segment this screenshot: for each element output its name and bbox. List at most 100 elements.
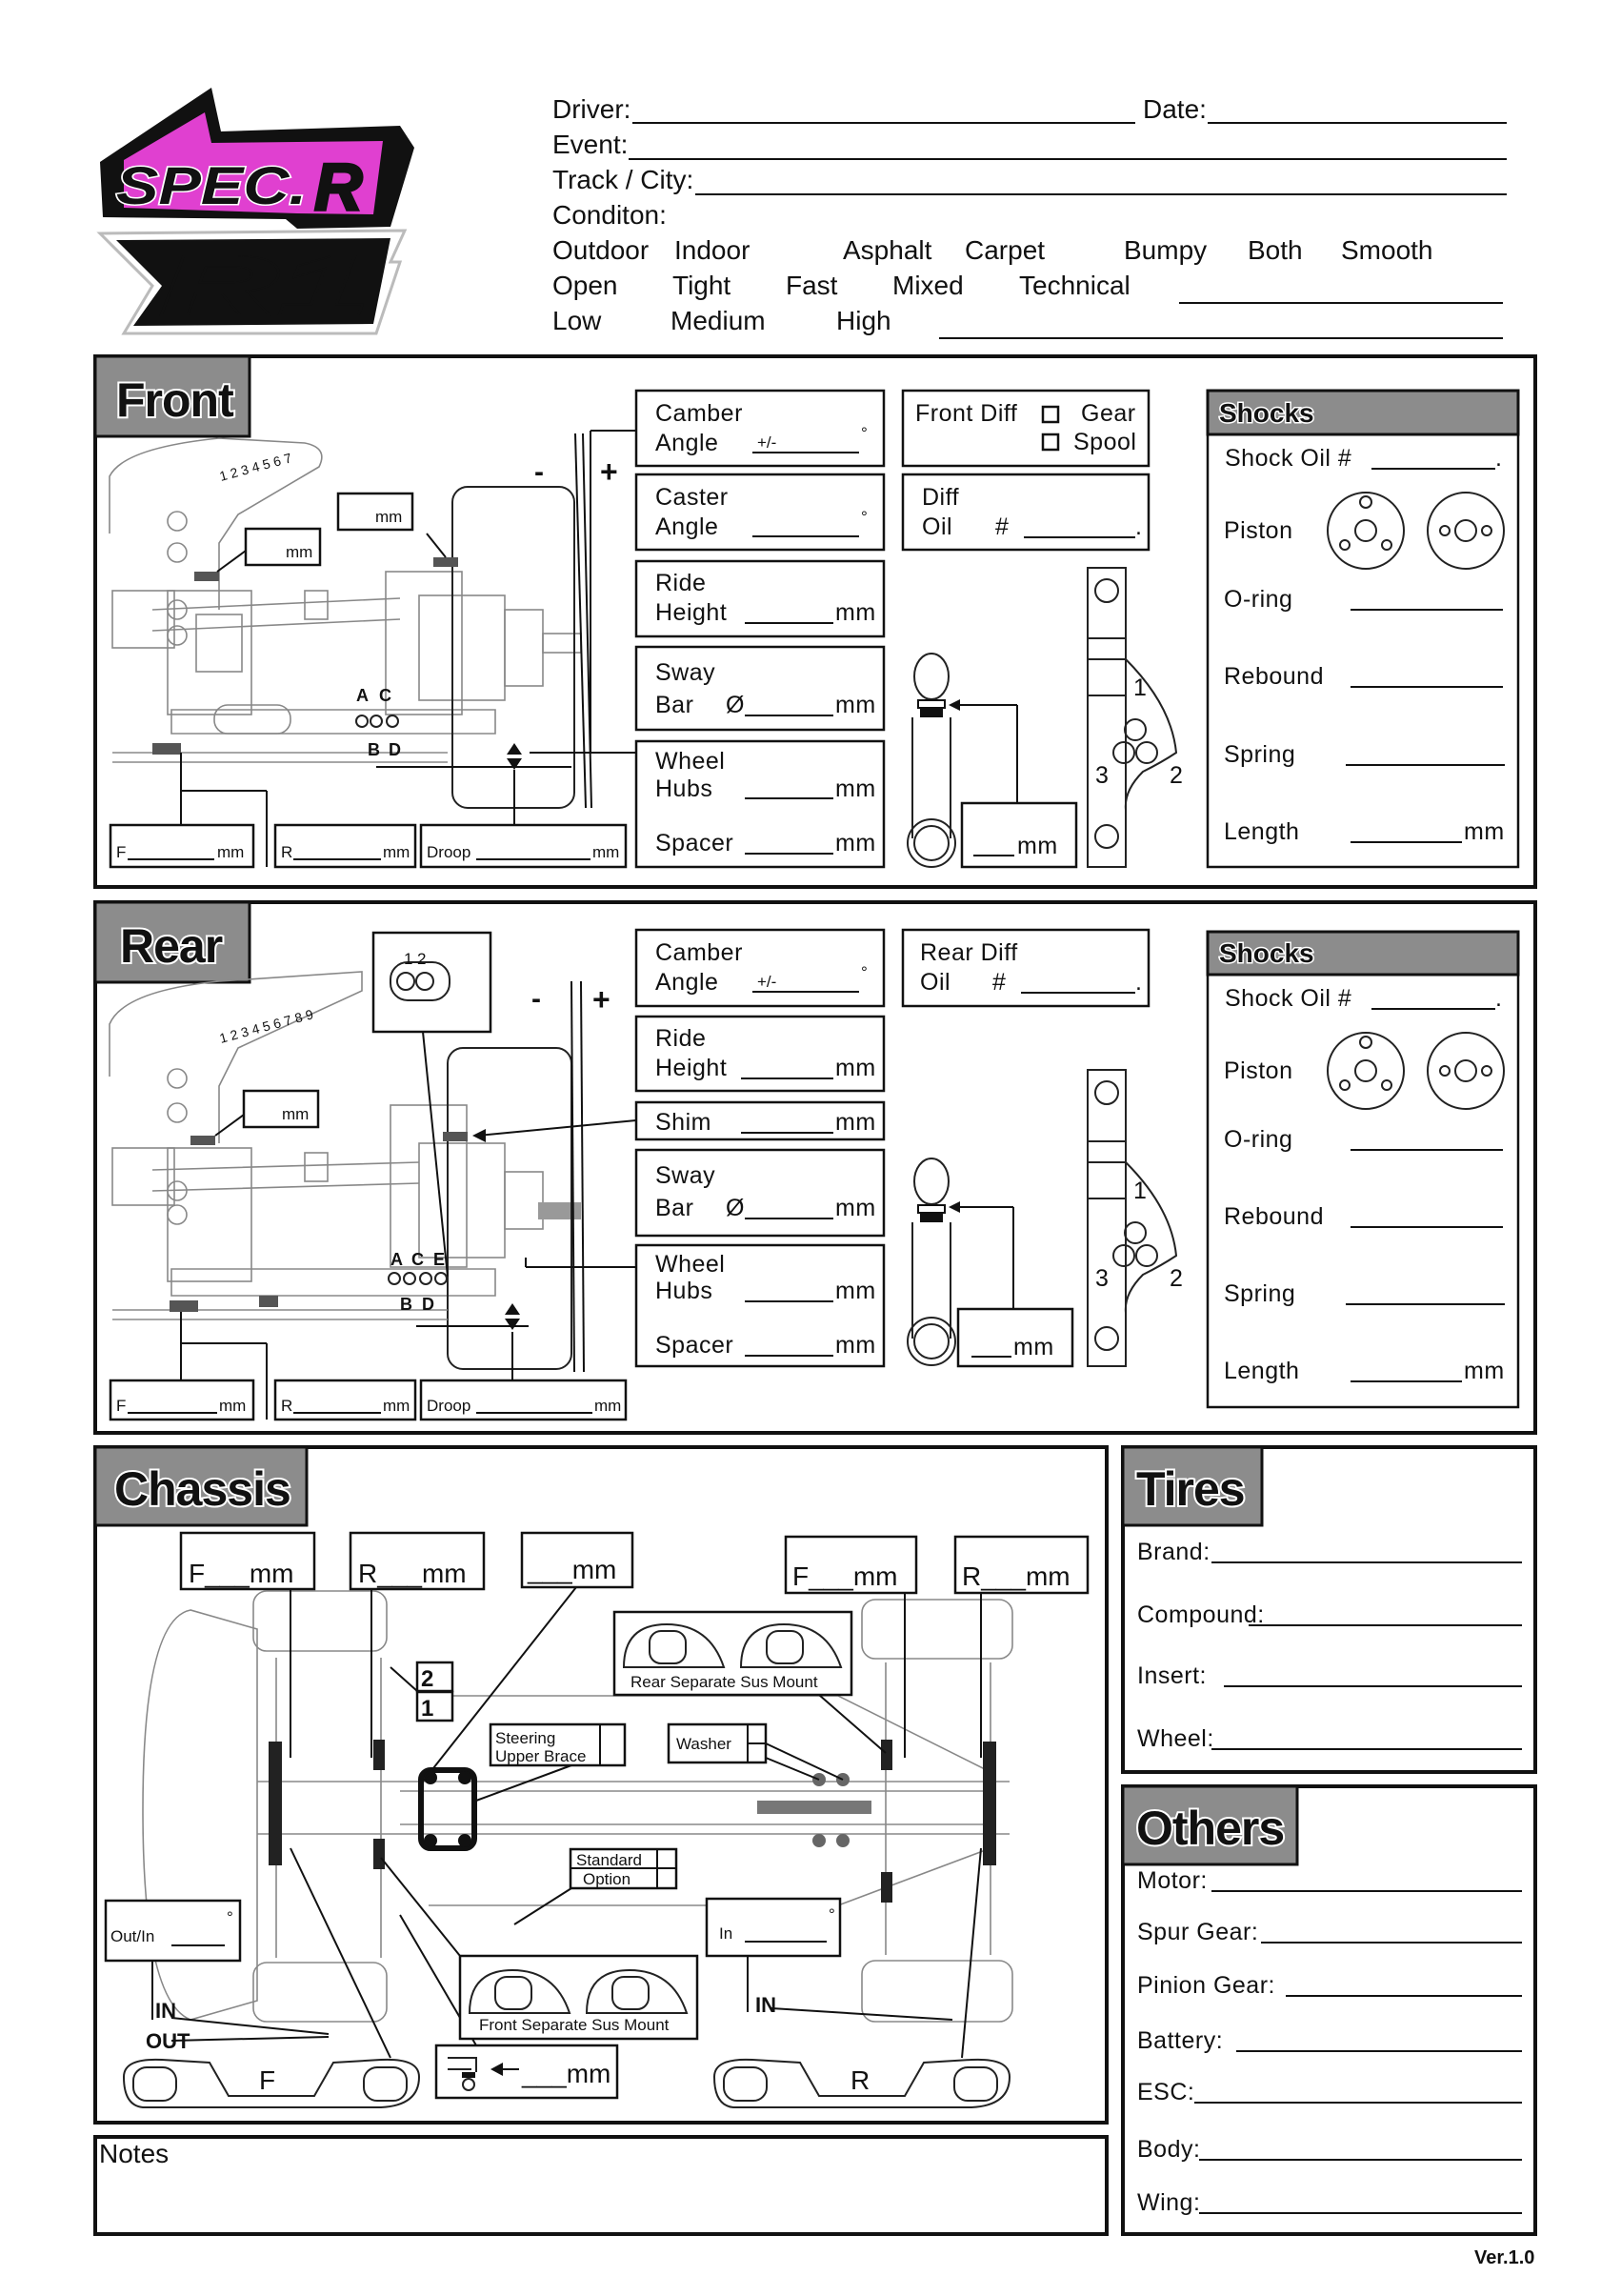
- rear-bumper-r-label: R: [851, 2065, 870, 2095]
- front-length-label: Length: [1224, 818, 1299, 845]
- option-carpet[interactable]: Carpet: [965, 235, 1045, 265]
- pos-b: B: [368, 740, 380, 759]
- front-piston-label: Piston: [1224, 517, 1292, 544]
- piston-2-hole-icon[interactable]: [1427, 492, 1505, 570]
- front-droop-unit: mm: [592, 843, 619, 861]
- front-ride-unit: mm: [835, 599, 876, 626]
- front-diff-oil-hash: #: [995, 514, 1009, 540]
- option-label[interactable]: Option: [583, 1870, 630, 1888]
- chassis-front-r-label: R___mm: [358, 1559, 467, 1588]
- front-sway-label: Sway: [655, 659, 715, 686]
- piston-3-hole-icon[interactable]: [1327, 492, 1405, 570]
- spool-checkbox[interactable]: [1041, 433, 1060, 452]
- rear-camber-plus: +: [592, 982, 610, 1017]
- driver-label: Driver:: [552, 94, 630, 124]
- front-ballstud-diagram: mm 1 2 3: [907, 567, 1183, 869]
- chassis-brace-mm-label: ___mm: [527, 1555, 616, 1584]
- front-spacer-unit: mm: [835, 830, 876, 856]
- option-medium[interactable]: Medium: [670, 306, 766, 335]
- rear-section: Rear 1 2 3 4 5 6 7 8 9 mm: [93, 900, 1537, 1435]
- option-open[interactable]: Open: [552, 271, 618, 300]
- camber-minus: -: [534, 456, 544, 488]
- front-length-unit: mm: [1464, 818, 1505, 845]
- rear-diff-oil-dot: .: [1135, 969, 1142, 996]
- rear-spring-label: Spring: [1224, 1280, 1295, 1307]
- chassis-rear-f-label: F___mm: [792, 1561, 897, 1591]
- front-shock-oil-label: Shock Oil #: [1225, 445, 1351, 472]
- standard-label[interactable]: Standard: [576, 1851, 642, 1869]
- rear-diff-hash: #: [992, 969, 1006, 996]
- option-fast[interactable]: Fast: [786, 271, 838, 300]
- option-tight[interactable]: Tight: [672, 271, 730, 300]
- option-technical[interactable]: Technical: [1019, 271, 1131, 300]
- steering-brace-icon: [418, 1767, 477, 1851]
- condition-label: Conditon:: [552, 200, 667, 230]
- pos-c: C: [379, 686, 391, 705]
- camber-plus: +: [600, 454, 618, 489]
- front-sway-dia: Ø: [726, 692, 745, 718]
- steering-brace-label-2: Upper Brace: [495, 1747, 586, 1765]
- upper-link-mm-box: [244, 527, 322, 567]
- rear-r-label: R: [281, 1397, 292, 1415]
- option-smooth[interactable]: Smooth: [1341, 235, 1433, 265]
- chassis-leader-lines: [151, 1586, 982, 2059]
- svg-text:R1: R1: [160, 238, 370, 332]
- svg-text:R: R: [314, 150, 363, 224]
- front-mount-icons: [468, 1968, 689, 2014]
- gear-checkbox[interactable]: [1041, 405, 1060, 424]
- hub-pos-3: 3: [1095, 762, 1109, 789]
- rear-camber-pm: +/-: [757, 973, 776, 991]
- front-section: Front 1 2 3 4 5 6 7: [93, 354, 1537, 889]
- front-sway-unit: mm: [835, 692, 876, 718]
- rear-ride-unit: mm: [835, 1055, 876, 1081]
- option-high[interactable]: High: [836, 306, 891, 335]
- rear-sway-label: Sway: [655, 1162, 715, 1189]
- out-in-deg: °: [227, 1908, 233, 1926]
- option-both[interactable]: Both: [1248, 235, 1303, 265]
- rear-diff-label: Rear Diff: [920, 939, 1018, 966]
- pos-1-label: 1: [421, 1696, 433, 1722]
- option-outdoor[interactable]: Outdoor: [552, 235, 649, 265]
- out-in-label: Out/In: [110, 1927, 154, 1945]
- rear-rebound-label: Rebound: [1224, 1203, 1324, 1230]
- hub-pos-1: 1: [1133, 675, 1147, 701]
- others-section: Others Motor:Spur Gear:Pinion Gear:Batte…: [1121, 1784, 1537, 2236]
- front-r-unit: mm: [383, 843, 410, 861]
- rear-f-unit: mm: [219, 1397, 246, 1415]
- spool-label: Spool: [1073, 429, 1136, 455]
- rear-hub-pos-3: 3: [1095, 1265, 1109, 1292]
- insert-label: Insert:: [1137, 1662, 1207, 1689]
- steering-brace-label: Steering: [495, 1729, 555, 1747]
- pos-d: D: [389, 740, 401, 759]
- pos-a: A: [356, 686, 369, 705]
- rear-length-label: Length: [1224, 1358, 1299, 1384]
- option-indoor[interactable]: Indoor: [674, 235, 750, 265]
- tires-section: Tires Brand:Compound:Insert:Wheel:: [1121, 1445, 1537, 1774]
- spec-r-r1-logo: SPEC. R R1: [96, 88, 414, 335]
- notes-box[interactable]: [93, 2135, 1109, 2236]
- rear-ballstud-unit: mm: [1013, 1334, 1054, 1360]
- front-f-unit: mm: [217, 843, 244, 861]
- front-ride-label-2: Height: [655, 599, 727, 626]
- option-mixed[interactable]: Mixed: [892, 271, 964, 300]
- rear-piston-3-hole-icon[interactable]: [1327, 1032, 1405, 1110]
- front-droop-label: Droop: [427, 843, 470, 861]
- rear-title: Rear: [120, 919, 223, 973]
- rear-hubs-label-2: Hubs: [655, 1278, 712, 1304]
- rear-sway-label-2: Bar: [655, 1195, 693, 1221]
- option-bumpy[interactable]: Bumpy: [1124, 235, 1207, 265]
- front-spring-label: Spring: [1224, 741, 1295, 768]
- compound-label: Compound:: [1137, 1601, 1265, 1628]
- option-low[interactable]: Low: [552, 306, 602, 335]
- rear-hub-pos-2: 2: [1170, 1265, 1183, 1292]
- rear-hub-pos-1: 1: [1133, 1178, 1147, 1204]
- option-asphalt[interactable]: Asphalt: [843, 235, 932, 265]
- front-out-label: OUT: [146, 2029, 190, 2053]
- rear-camber-label-2: Angle: [655, 969, 718, 996]
- front-diff-label: Front Diff: [915, 400, 1017, 427]
- rear-piston-2-hole-icon[interactable]: [1427, 1032, 1505, 1110]
- svg-text:SPEC.: SPEC.: [116, 155, 307, 215]
- chassis-rear-r-label: R___mm: [962, 1561, 1071, 1591]
- front-r-label: R: [281, 843, 292, 861]
